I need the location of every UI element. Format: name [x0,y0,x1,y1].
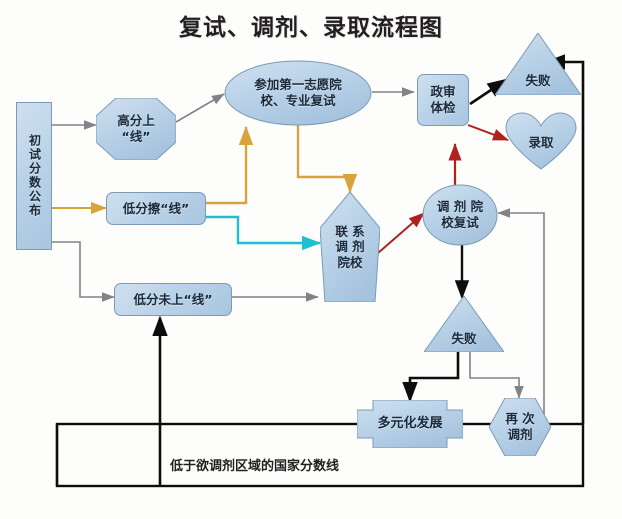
edge-borderline-to-interview [206,125,254,205]
node-borderline-label: 低分擦“线” [122,200,190,216]
edge-return-to-failtop [544,54,585,424]
bottom-caption: 低于欲调剂区域的国家分数线 [170,459,340,474]
node-retransfer[interactable]: 再 次 调剂 [489,398,551,456]
ellipse-shape [224,60,372,126]
node-political-review-label: 政审 体检 [430,84,456,115]
node-below-line-label: 低分未上“线” [133,291,213,307]
node-fail-top[interactable]: 失败 [495,33,581,95]
node-high-pass[interactable]: 高分上 “线” [96,98,176,160]
edge-borderline-to-contact [206,215,322,251]
node-diversified-label: 多元化发展 [377,415,443,431]
node-admitted[interactable]: 录取 [505,112,577,170]
edge-highpass-to-interview [175,93,225,123]
node-below-line[interactable]: 低分未上“线” [114,283,232,316]
hexagon-tall-shape [320,192,380,302]
node-high-pass-label: 高分上 “线” [117,113,155,144]
node-score-published[interactable]: 初试分数公布 [16,102,52,250]
edge-review-to-admitted [467,124,509,141]
node-admitted-label: 录取 [528,135,554,151]
node-contact-transfer-label: 联 系 调 剂 院校 [335,223,365,270]
edge-contact-to-transferinterview [377,212,425,254]
node-fail-bottom[interactable]: 失败 [424,296,504,352]
edge-score-to-belowline [52,241,115,302]
node-first-choice-interview[interactable]: 参加第一志愿院 校、专业复试 [224,60,372,126]
node-transfer-interview-label: 调 剂 院 校复试 [436,199,484,230]
node-diversified[interactable]: 多元化发展 [357,400,463,448]
node-score-published-label: 初试分数公布 [27,134,42,218]
edge-interview-to-contact [296,125,358,194]
edge-review-to-failtop [469,78,509,106]
node-retransfer-label: 再 次 调剂 [505,411,535,442]
node-fail-top-label: 失败 [525,73,551,89]
edge-failbottom-to-retransfer [469,350,524,399]
octagon-shape [96,98,176,160]
edge-failbottom-to-diversified [402,350,460,403]
hexagon-shape [489,398,551,456]
node-transfer-interview[interactable]: 调 剂 院 校复试 [422,184,498,246]
triangle-shape [424,296,504,352]
node-first-choice-interview-label: 参加第一志愿院 校、专业复试 [254,77,342,108]
node-contact-transfer[interactable]: 联 系 调 剂 院校 [320,192,380,302]
node-political-review[interactable]: 政审 体检 [417,74,469,126]
node-fail-bottom-label: 失败 [451,331,477,347]
node-borderline[interactable]: 低分擦“线” [106,192,206,225]
edge-retransfer-to-transferinterview [497,208,545,428]
heart-shape [505,112,577,170]
flowchart-card-shape [357,400,463,448]
page-title: 复试、调剂、录取流程图 [179,15,443,41]
